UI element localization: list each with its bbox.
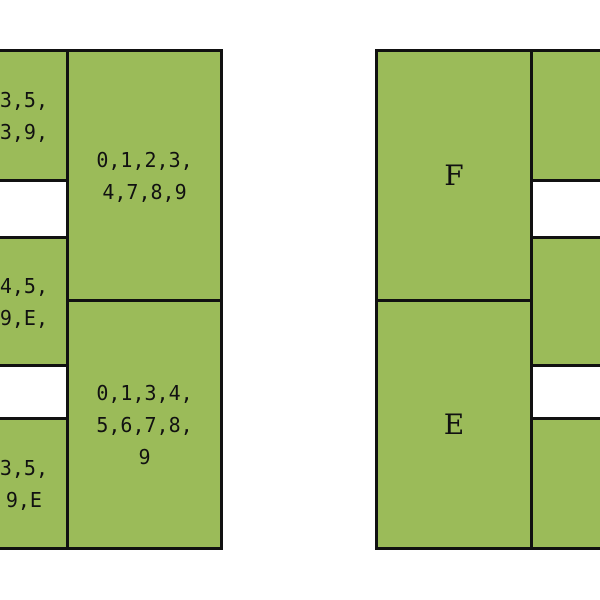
right-block-left-bottom-cell: E: [375, 299, 533, 550]
left-block-bottom-cell: 3,5, 9,E: [0, 417, 69, 550]
left-block-top-cell: 3,5, 3,9,: [0, 49, 69, 182]
right-block-bottom-cell: [530, 417, 600, 550]
left-block-bottom-label: 3,5, 9,E: [0, 455, 48, 512]
left-block-middle-cell: 4,5, 9,E,: [0, 236, 69, 367]
left-block-top-label: 3,5, 3,9,: [0, 87, 48, 144]
right-block-left-bottom-label: E: [443, 407, 465, 441]
right-block-top-cell: [530, 49, 600, 182]
left-block-right-bottom-label: 0,1,3,4, 5,6,7,8, 9: [96, 380, 193, 469]
right-block-left-top-cell: F: [375, 49, 533, 302]
left-block-middle-label: 4,5, 9,E,: [0, 273, 48, 330]
left-block-right-top-label: 0,1,2,3, 4,7,8,9: [96, 147, 193, 204]
left-block-right-bottom-cell: 0,1,3,4, 5,6,7,8, 9: [66, 299, 223, 550]
right-block-middle-cell: [530, 236, 600, 367]
right-block-left-top-label: F: [444, 158, 464, 192]
left-block-right-top-cell: 0,1,2,3, 4,7,8,9: [66, 49, 223, 302]
